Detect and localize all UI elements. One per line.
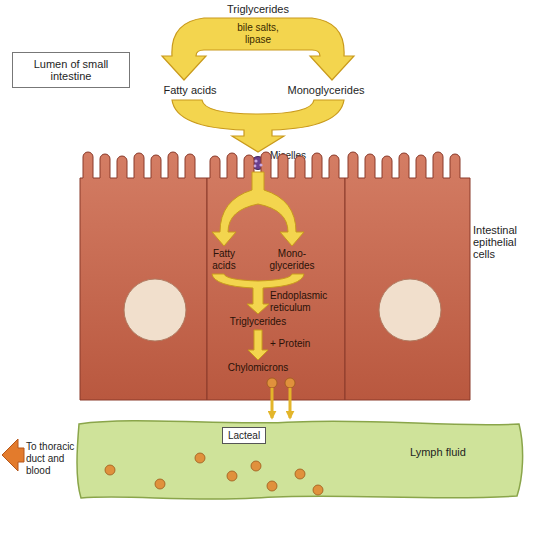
chylomicron-particle [105,465,115,475]
micelle-dot [259,163,262,166]
region-box: Lumen of small intestine [12,52,130,88]
substance-label: Fatty acids [150,84,230,96]
chylomicron-particle [155,479,165,489]
outflow-arrow [2,439,24,471]
epithelium-band: Intestinal epithelial cells [80,148,470,400]
node-text: Lymph fluid [410,446,490,458]
lacteal-label-box: Lacteal [222,427,266,444]
epithelial-cell [345,152,470,400]
epithelial-cell [207,152,345,400]
substance-label: Triglycerides [218,3,298,15]
chylomicron-particle [313,485,323,495]
substance-label: Monoglycerides [276,84,376,96]
micelle-dot [254,159,257,162]
chylomicron-particle [285,378,295,388]
node-text: Lacteal [223,430,265,442]
lymph-vessel: Lymph fluid [75,418,523,502]
node-outline [80,148,470,400]
flow-arrow [289,400,292,418]
resynthesis-arrow [212,274,304,314]
lacteal-vessel [77,421,523,499]
assembly-arrow [248,330,268,360]
chylomicron-particle [251,461,261,471]
chylomicron-particle [267,378,277,388]
node-text: Intestinal epithelial cells [473,224,539,260]
merge-arrow [172,100,344,152]
enzyme-split-arrow [162,18,354,80]
node-text: Lumen of small intestine [13,58,129,82]
destination-label: To thoracic duct and blood [26,441,80,477]
chylomicron-particle [195,453,205,463]
chylomicron-particle [267,481,277,491]
exit-stem [289,388,292,400]
cell-nucleus [124,279,186,341]
enzyme-label: bile salts, lipase [228,22,288,46]
epithelial-cell [80,152,207,400]
absorption-split-arrow [212,172,304,246]
micelle-dot [254,165,257,168]
chylomicron-particle [295,469,305,479]
exit-stem [271,388,274,400]
cell-nucleus [379,279,441,341]
chylomicron-particle [227,471,237,481]
node-outline [75,418,523,502]
flow-arrow [271,400,274,418]
